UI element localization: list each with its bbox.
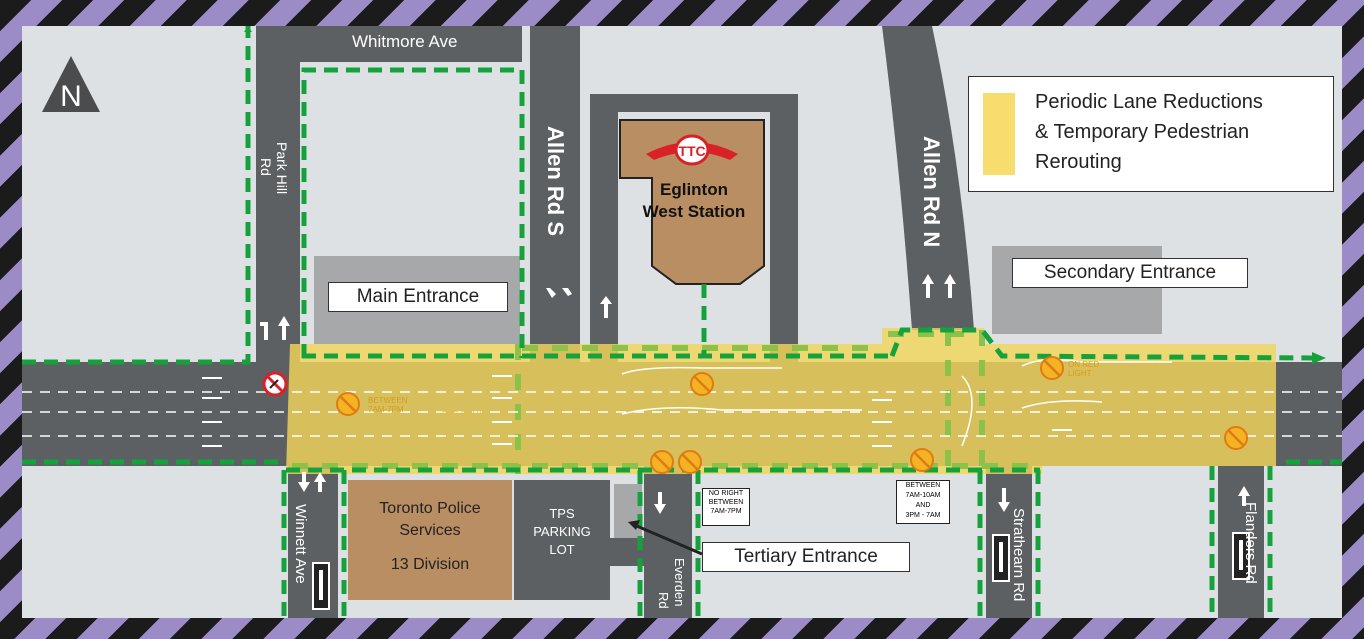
legend-line-3: Rerouting <box>1035 151 1122 173</box>
tertiary-pointer-icon <box>628 520 703 556</box>
street-winnett: Winnett Ave <box>292 504 309 584</box>
sign-no-right: NO RIGHT BETWEEN 7AM-7PM <box>702 488 750 526</box>
police-label-1: Toronto Police <box>379 500 481 517</box>
label-tertiary-entrance: Tertiary Entrance <box>702 542 910 572</box>
north-arrow-icon: N <box>42 56 100 113</box>
one-way-arrow-icon <box>1232 532 1250 580</box>
label-main-entrance: Main Entrance <box>328 282 508 312</box>
police-label-3: 13 Division <box>390 556 470 573</box>
street-park-hill-1: Park Hill <box>274 142 290 195</box>
north-label: N <box>60 80 82 113</box>
street-allen-s: Allen Rd S <box>543 126 568 237</box>
street-flanders: Flanders Rd <box>1242 502 1259 584</box>
street-allen-n: Allen Rd N <box>919 136 944 248</box>
no-turn-icon <box>262 356 1248 474</box>
building-tertiary-entrance <box>614 484 642 544</box>
road-whitmore <box>256 26 522 62</box>
legend-line-1: Periodic Lane Reductions <box>1035 91 1263 113</box>
station-building <box>619 119 765 285</box>
street-strathearn: Strathearn Rd <box>1010 508 1027 602</box>
map-area: N TTC Eglinton West Station Whitmore Ave… <box>22 26 1342 618</box>
sign-between-7-7: BETWEEN 7AM-7PM <box>368 396 408 414</box>
sign-bus-only: BUS ONLY <box>442 410 482 419</box>
lane-arrow-icon <box>202 274 1250 514</box>
label-secondary-entrance: Secondary Entrance <box>1012 258 1248 288</box>
street-everden-1: Everden <box>672 558 687 607</box>
road-park-hill <box>256 26 300 366</box>
police-label-2: Services <box>399 522 461 539</box>
street-everden-2: Rd <box>656 592 671 609</box>
sign-on-red-light: ON RED LIGHT <box>1068 360 1100 378</box>
road-allen-s-ramp-left <box>590 94 618 366</box>
legend-line-2: & Temporary Pedestrian <box>1035 121 1250 143</box>
station-label-2: West Station <box>642 202 746 221</box>
one-way-arrow-icon <box>312 562 330 610</box>
street-whitmore: Whitmore Ave <box>352 32 458 51</box>
tps-label-1: TPS <box>549 506 575 521</box>
legend: Periodic Lane Reductions & Temporary Ped… <box>968 76 1334 192</box>
station-label-1: Eglinton <box>660 180 728 199</box>
legend-swatch <box>983 93 1015 175</box>
sign-between-hours: BETWEEN 7AM-10AM AND 3PM - 7AM <box>896 480 950 524</box>
road-tps-lot <box>514 480 610 600</box>
ttc-logo-icon: TTC <box>646 134 738 166</box>
road-tps-lot-exit <box>610 538 650 566</box>
street-park-hill-2: Rd <box>258 158 274 176</box>
svg-text:TTC: TTC <box>678 143 705 159</box>
tps-label-3: LOT <box>549 542 575 557</box>
one-way-arrow-icon <box>992 534 1010 582</box>
road-allen-n <box>882 26 974 330</box>
road-allen-s <box>530 26 580 366</box>
tps-label-2: PARKING <box>533 524 591 539</box>
road-allen-s-ramp-right <box>770 94 798 366</box>
police-building <box>348 480 512 600</box>
road-allen-s-ramp <box>590 94 796 112</box>
